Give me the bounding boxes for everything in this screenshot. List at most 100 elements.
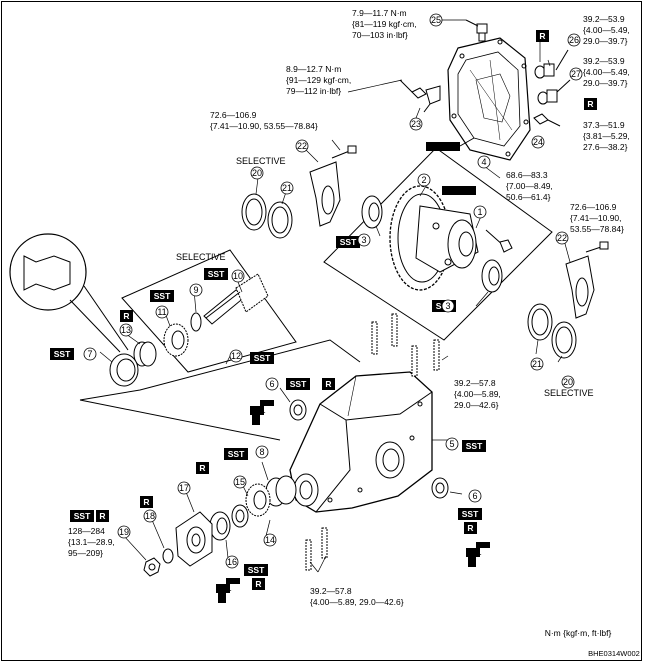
- callout-circle-4: [477, 155, 491, 169]
- callout-circle-15: [233, 475, 247, 489]
- callout-circle-20: [250, 166, 264, 180]
- drive-pinion: [203, 273, 269, 325]
- torque-24-kgf: {3.81—5.29,: [583, 131, 630, 141]
- callout-15: 15: [235, 477, 245, 487]
- oil-can-pinion-seal: OIL: [216, 578, 240, 603]
- dust-deflector: [209, 511, 231, 541]
- filler-plug: [534, 49, 569, 79]
- pinion-oil-seal: [231, 504, 249, 528]
- callout-circle-20: [561, 375, 575, 389]
- callout-3: 3: [361, 235, 366, 245]
- figure-code: BHE0314W002: [588, 649, 640, 658]
- torque-22-right-kgf: {7.41—10.90,: [570, 213, 622, 223]
- callout-circle-11: [155, 305, 169, 319]
- sst-tag-box-11: [224, 448, 248, 460]
- carrier-studs-top: [371, 313, 440, 377]
- callout-circle-3: [357, 233, 371, 247]
- r-tag-13: R: [99, 511, 105, 521]
- callout-circle-1: [473, 205, 487, 219]
- r-tag-box-6: [536, 30, 549, 42]
- svg-text:SEALANT: SEALANT: [429, 145, 458, 151]
- callout-3: 3: [445, 301, 450, 311]
- callout-27: 27: [571, 69, 581, 79]
- callout-14: 14: [265, 535, 275, 545]
- front-bearing: [245, 483, 271, 517]
- side-oil-seal-left: [289, 399, 307, 421]
- adjusting-shim-right: [551, 321, 577, 359]
- pinion-bracket-line-2: [79, 399, 281, 441]
- callout-circle-21: [280, 181, 294, 195]
- sealant-tag-cover: SEALANT: [426, 137, 475, 151]
- torque-23-nm: 8.9—12.7 N·m: [286, 64, 341, 74]
- sst-tag-14: SST: [74, 511, 91, 521]
- sst-tag-3: SST: [54, 349, 71, 359]
- callout-21: 21: [282, 183, 292, 193]
- detail-magnifier: [9, 233, 129, 353]
- side-bearing-left: [361, 195, 383, 229]
- r-tag-box-12: [196, 462, 209, 474]
- callout-12: 12: [231, 351, 241, 361]
- carrier-studs-bottom: [305, 527, 328, 571]
- sst-tag-box-8: [286, 378, 310, 390]
- callout-circle-12: [229, 349, 243, 363]
- callout-circle-7: [83, 347, 97, 361]
- callout-23: 23: [411, 119, 421, 129]
- torque-26-nm: 39.2—53.9: [583, 14, 625, 24]
- callout-circle-25: [429, 13, 443, 27]
- callout-numbers: 1233456678910111213141516171819202021212…: [83, 13, 583, 569]
- bearing-cap-left: [309, 145, 357, 227]
- callout-circle-17: [177, 481, 191, 495]
- callout-20: 20: [252, 168, 262, 178]
- torque-26-kgf: {4.00—5.49,: [583, 25, 630, 35]
- r-tag-box-7: [584, 98, 597, 110]
- rear-cover: [447, 37, 531, 161]
- side-bearing-right: [481, 259, 503, 293]
- oil-can-seal-left: OIL: [250, 400, 274, 425]
- torque-24-ftlbf: 27.6—38.2}: [583, 142, 628, 152]
- callout-circle-27: [569, 67, 583, 81]
- units-note: N·m {kgf·m, ft·lbf}: [545, 628, 612, 638]
- callout-9: 9: [193, 285, 198, 295]
- sst-tag-box-3: [50, 348, 74, 360]
- pinion-bearing-outer-race: [109, 353, 139, 387]
- r-tag-box-2: [120, 310, 133, 322]
- callout-7: 7: [87, 349, 92, 359]
- sst-tag-box-14: [70, 510, 94, 522]
- r-tag-box-13: [96, 510, 109, 522]
- torque-studs-nm: 39.2—57.8: [310, 586, 352, 596]
- torque-25-inlbf: 70—103 in·lbf}: [352, 30, 408, 40]
- callout-circle-22: [295, 139, 309, 153]
- selective-label-pinion: SELECTIVE: [176, 252, 226, 262]
- callout-6: 6: [269, 379, 274, 389]
- torque-24-nm: 37.3—51.9: [583, 120, 625, 130]
- torque-27-kgf: {4.00—5.49,: [583, 67, 630, 77]
- torque-studs-kgf: {4.00—5.89, 29.0—42.6}: [310, 597, 404, 607]
- callout-circle-22: [555, 231, 569, 245]
- drain-plug: [537, 79, 571, 105]
- companion-flange: [175, 511, 213, 567]
- sst-tag-16: SST: [462, 509, 479, 519]
- r-tag-box-15: [140, 496, 153, 508]
- callout-10: 10: [233, 271, 243, 281]
- sst-tag-box-16: [458, 508, 482, 520]
- r-tag-box-9: [322, 378, 335, 390]
- callout-circle-9: [189, 283, 203, 297]
- callout-circle-13: [119, 323, 133, 337]
- differential-group-box: [323, 147, 553, 341]
- callout-1: 1: [477, 207, 482, 217]
- callout-circle-5: [445, 437, 459, 451]
- sst-tag-10: SST: [466, 441, 483, 451]
- svg-text:OIL: OIL: [257, 409, 265, 415]
- callout-13: 13: [121, 325, 131, 335]
- callout-circle-6: [468, 489, 482, 503]
- callout-circle-6: [265, 377, 279, 391]
- collapsible-spacer: [265, 475, 297, 507]
- selective-label-right: SELECTIVE: [544, 388, 594, 398]
- sst-tag-11: SST: [228, 449, 245, 459]
- torque-19-nm: 128—284: [68, 526, 105, 536]
- bearing-race-left: [267, 201, 293, 239]
- r-tag-2: R: [123, 311, 129, 321]
- breather-plug: [465, 19, 488, 42]
- bracket-bolt: [399, 79, 441, 113]
- torque-specs: 7.9—11.7 N·m {81—119 kgf·cm, 70—103 in·l…: [68, 8, 630, 607]
